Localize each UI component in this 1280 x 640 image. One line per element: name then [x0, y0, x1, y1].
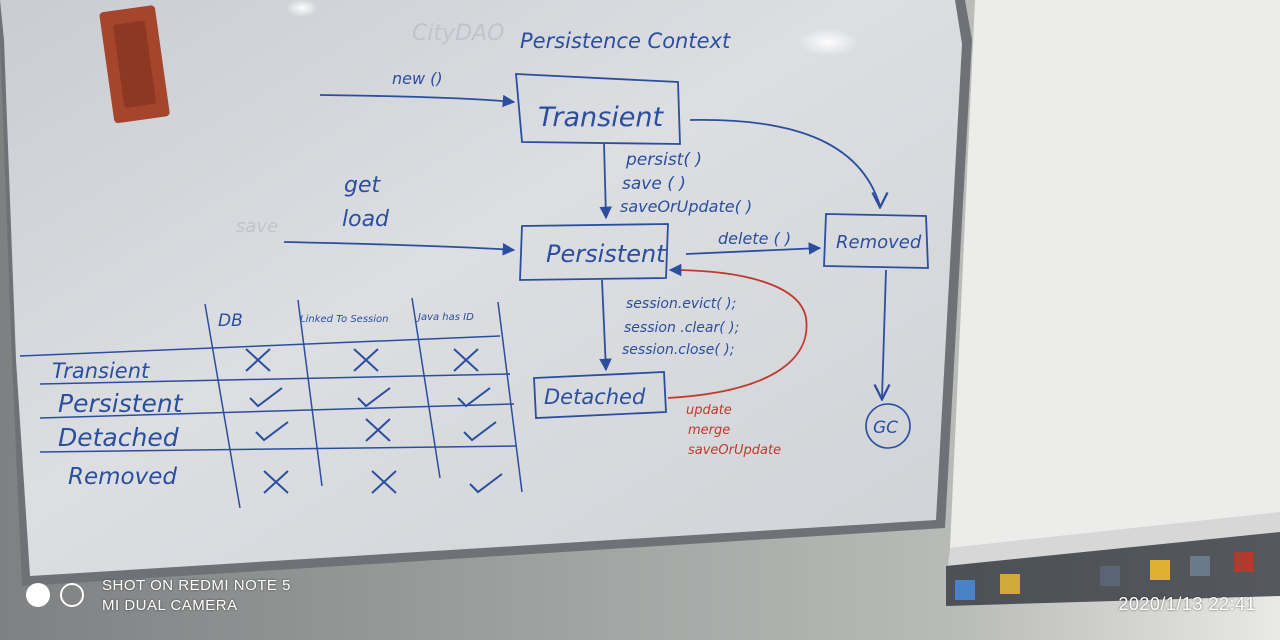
- state-transient: Transient: [515, 73, 681, 145]
- state-gc: GC: [865, 403, 911, 449]
- transition-reattach: update merge saveOrUpdate: [686, 403, 781, 458]
- cross-mark: [353, 348, 379, 372]
- arrow-removed-to-gc: [882, 269, 886, 398]
- arrow-transient-to-removed: [689, 119, 880, 206]
- state-transient-label: Transient: [538, 102, 664, 133]
- check-mark: [469, 473, 503, 494]
- transition-to-persistent: persist( ) save ( ) saveOrUpdate( ): [620, 150, 752, 216]
- transition-to-detached: session.evict( ); session .clear( ); ses…: [622, 296, 739, 358]
- check-mark: [463, 421, 497, 442]
- method-label: session.evict( );: [626, 296, 736, 312]
- table-header-javaid: Java has ID: [416, 312, 474, 323]
- method-label: update: [686, 403, 732, 418]
- arrow-transient-to-persistent: [599, 142, 612, 220]
- eraser: [99, 5, 170, 124]
- check-mark: [255, 421, 289, 442]
- table-row-label: Persistent: [58, 389, 184, 418]
- arrow-persistent-to-detached: [599, 279, 612, 372]
- state-gc-label: GC: [873, 418, 898, 438]
- check-mark: [249, 387, 283, 408]
- projector-screen: [946, 0, 1280, 606]
- table-row-label: Transient: [52, 359, 150, 383]
- method-label: saveOrUpdate( ): [620, 197, 752, 216]
- label-load: load: [342, 207, 390, 232]
- label-get: get: [344, 173, 382, 198]
- arrow-new-to-transient: [319, 94, 516, 108]
- watermark-datetime: 2020/1/13 22:41: [1118, 594, 1256, 614]
- watermark-line1: SHOT ON REDMI NOTE 5: [102, 577, 291, 594]
- taskbar-icons: [955, 552, 1254, 600]
- state-persistent: Persistent: [519, 223, 669, 281]
- state-arrows: [283, 94, 886, 398]
- whiteboard: [0, 0, 972, 586]
- method-label: session.close( );: [622, 342, 734, 358]
- table-header-linked: Linked To Session: [300, 314, 388, 325]
- state-persistent-label: Persistent: [546, 240, 667, 268]
- faded-writing: CityDAO: [412, 21, 504, 46]
- method-label: saveOrUpdate: [688, 443, 781, 458]
- table-row-label: Removed: [68, 464, 177, 490]
- state-removed-label: Removed: [836, 232, 922, 253]
- camera-logo-dot: [26, 583, 50, 607]
- camera-watermark: SHOT ON REDMI NOTE 5 MI DUAL CAMERA: [102, 576, 291, 616]
- diagram-title: Persistence Context: [520, 29, 731, 53]
- cross-mark: [371, 470, 397, 494]
- table-marks: [245, 348, 503, 494]
- cross-mark: [365, 418, 391, 442]
- state-removed: Removed: [823, 213, 929, 269]
- arrow-persistent-to-removed: [685, 242, 822, 255]
- cross-mark: [245, 348, 271, 372]
- faded-writing-left: save: [236, 216, 278, 237]
- state-detached: Detached: [533, 371, 667, 419]
- camera-logo-ring: [60, 583, 84, 607]
- state-detached-label: Detached: [544, 385, 646, 409]
- check-mark: [357, 387, 391, 408]
- watermark-line2: MI DUAL CAMERA: [102, 597, 238, 614]
- label-new: new (): [392, 69, 443, 88]
- method-label: session .clear( );: [624, 320, 739, 336]
- method-label: persist( ): [625, 150, 702, 170]
- table-row-label: Detached: [58, 423, 179, 452]
- method-delete: delete ( ): [718, 229, 791, 248]
- check-mark: [457, 387, 491, 408]
- cross-mark: [263, 470, 289, 494]
- method-label: save ( ): [622, 174, 686, 194]
- table-grid: [19, 297, 523, 509]
- table-header-db: DB: [218, 311, 243, 331]
- light-glare: [798, 28, 858, 56]
- arrow-detached-to-persistent: [667, 263, 808, 399]
- method-label: merge: [688, 423, 730, 438]
- arrow-load-to-persistent: [283, 241, 516, 256]
- state-table: DB Linked To Session Java has ID Transie…: [19, 297, 523, 509]
- cross-mark: [453, 348, 479, 372]
